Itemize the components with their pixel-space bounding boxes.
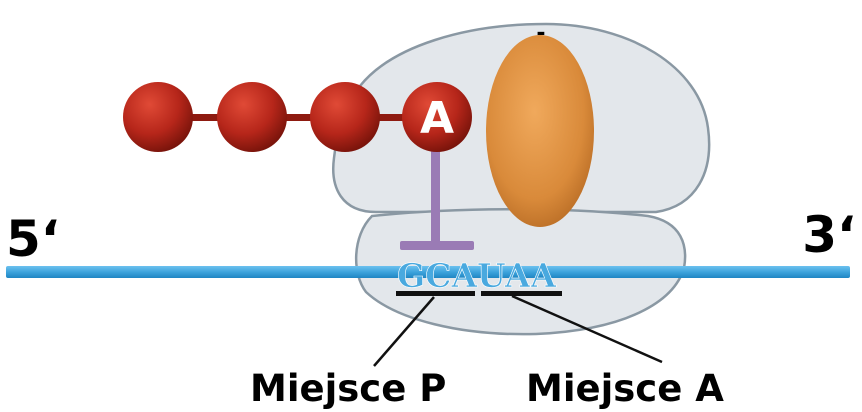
codon-sequence: GCAUAA: [397, 256, 556, 295]
a-site-codon-underline: [481, 291, 562, 296]
five-prime-label: 5‘: [6, 210, 60, 268]
terminal-amino-acid: [402, 82, 472, 152]
trna-stem: [431, 148, 440, 242]
amino-acid-bead: [217, 82, 287, 152]
amino-acid-bead: [123, 82, 193, 152]
peptide-chain: A: [123, 82, 472, 152]
release-factor: [486, 35, 594, 227]
peptide-bond: [250, 114, 342, 121]
p-site-codon-underline: [396, 291, 475, 296]
a-site-leader-line: [511, 294, 663, 364]
p-site-leader-line: [373, 296, 435, 367]
peptide-bond: [344, 114, 436, 121]
release-factor-mark: -: [536, 21, 545, 46]
terminal-amino-acid-label: A: [420, 93, 454, 144]
mrna-strand: [6, 266, 850, 278]
a-site-label: Miejsce A: [526, 367, 724, 410]
amino-acid-bead: [310, 82, 380, 152]
trna-anticodon-bar: [400, 241, 474, 250]
three-prime-label: 3‘: [802, 206, 856, 264]
p-site-label: Miejsce P: [250, 367, 446, 410]
peptide-bond: [158, 114, 248, 121]
